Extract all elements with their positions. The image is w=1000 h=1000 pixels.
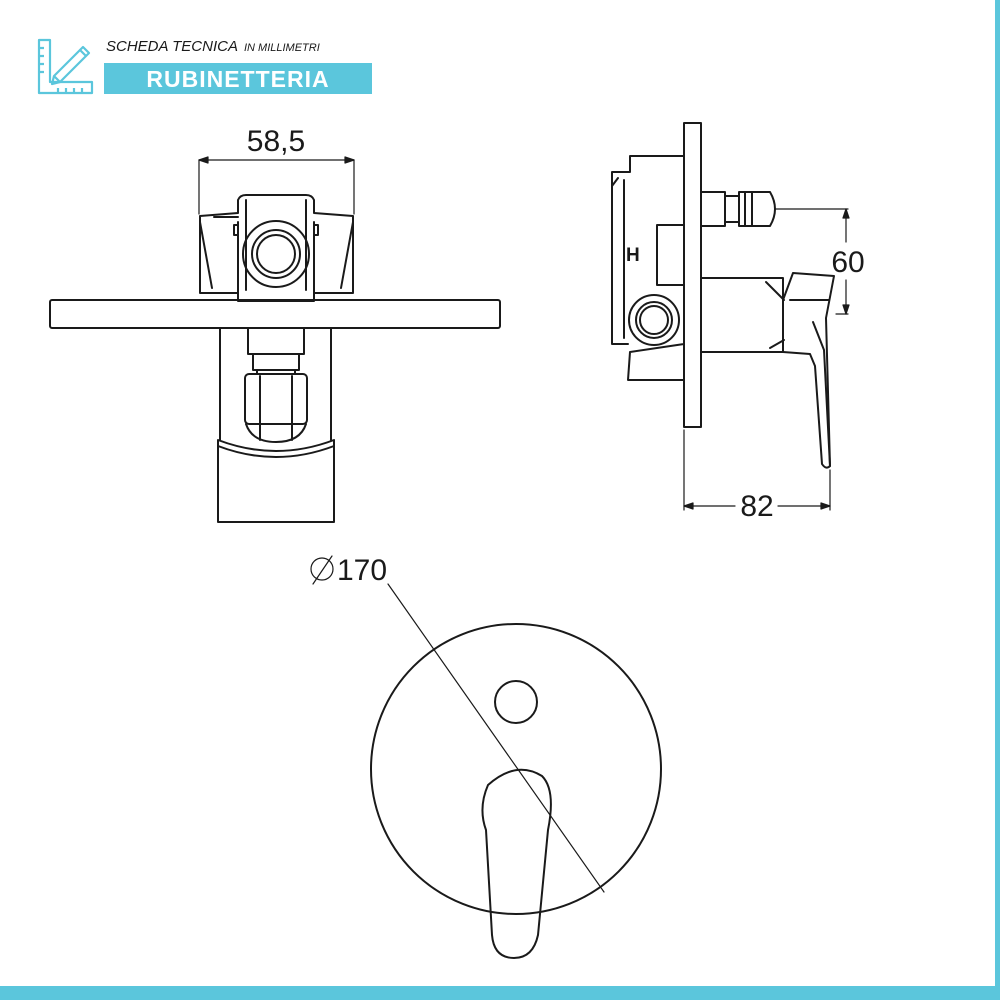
height-dimension: [774, 208, 850, 315]
front-view: [49, 194, 501, 523]
header-subtitle: SCHEDA TECNICA IN MILLIMETRI: [106, 38, 386, 56]
unit-note: IN MILLIMETRI: [243, 42, 320, 54]
depth-dimension-label: 82: [740, 490, 773, 523]
diameter-label: 170: [337, 554, 387, 587]
height-dimension-label: 60: [831, 246, 864, 279]
depth-dimension: [683, 429, 831, 511]
hot-side-label: H: [626, 245, 640, 266]
width-dimension-label: 58,5: [247, 125, 305, 158]
diameter-leader: [310, 555, 605, 893]
ruler-pencil-icon: [37, 38, 94, 95]
width-dimension: [198, 156, 355, 215]
category-badge: RUBINETTERIA: [104, 63, 372, 94]
datasheet-title: SCHEDA TECNICA: [106, 38, 238, 55]
rosette-view: [370, 623, 662, 959]
side-view: [611, 122, 835, 469]
